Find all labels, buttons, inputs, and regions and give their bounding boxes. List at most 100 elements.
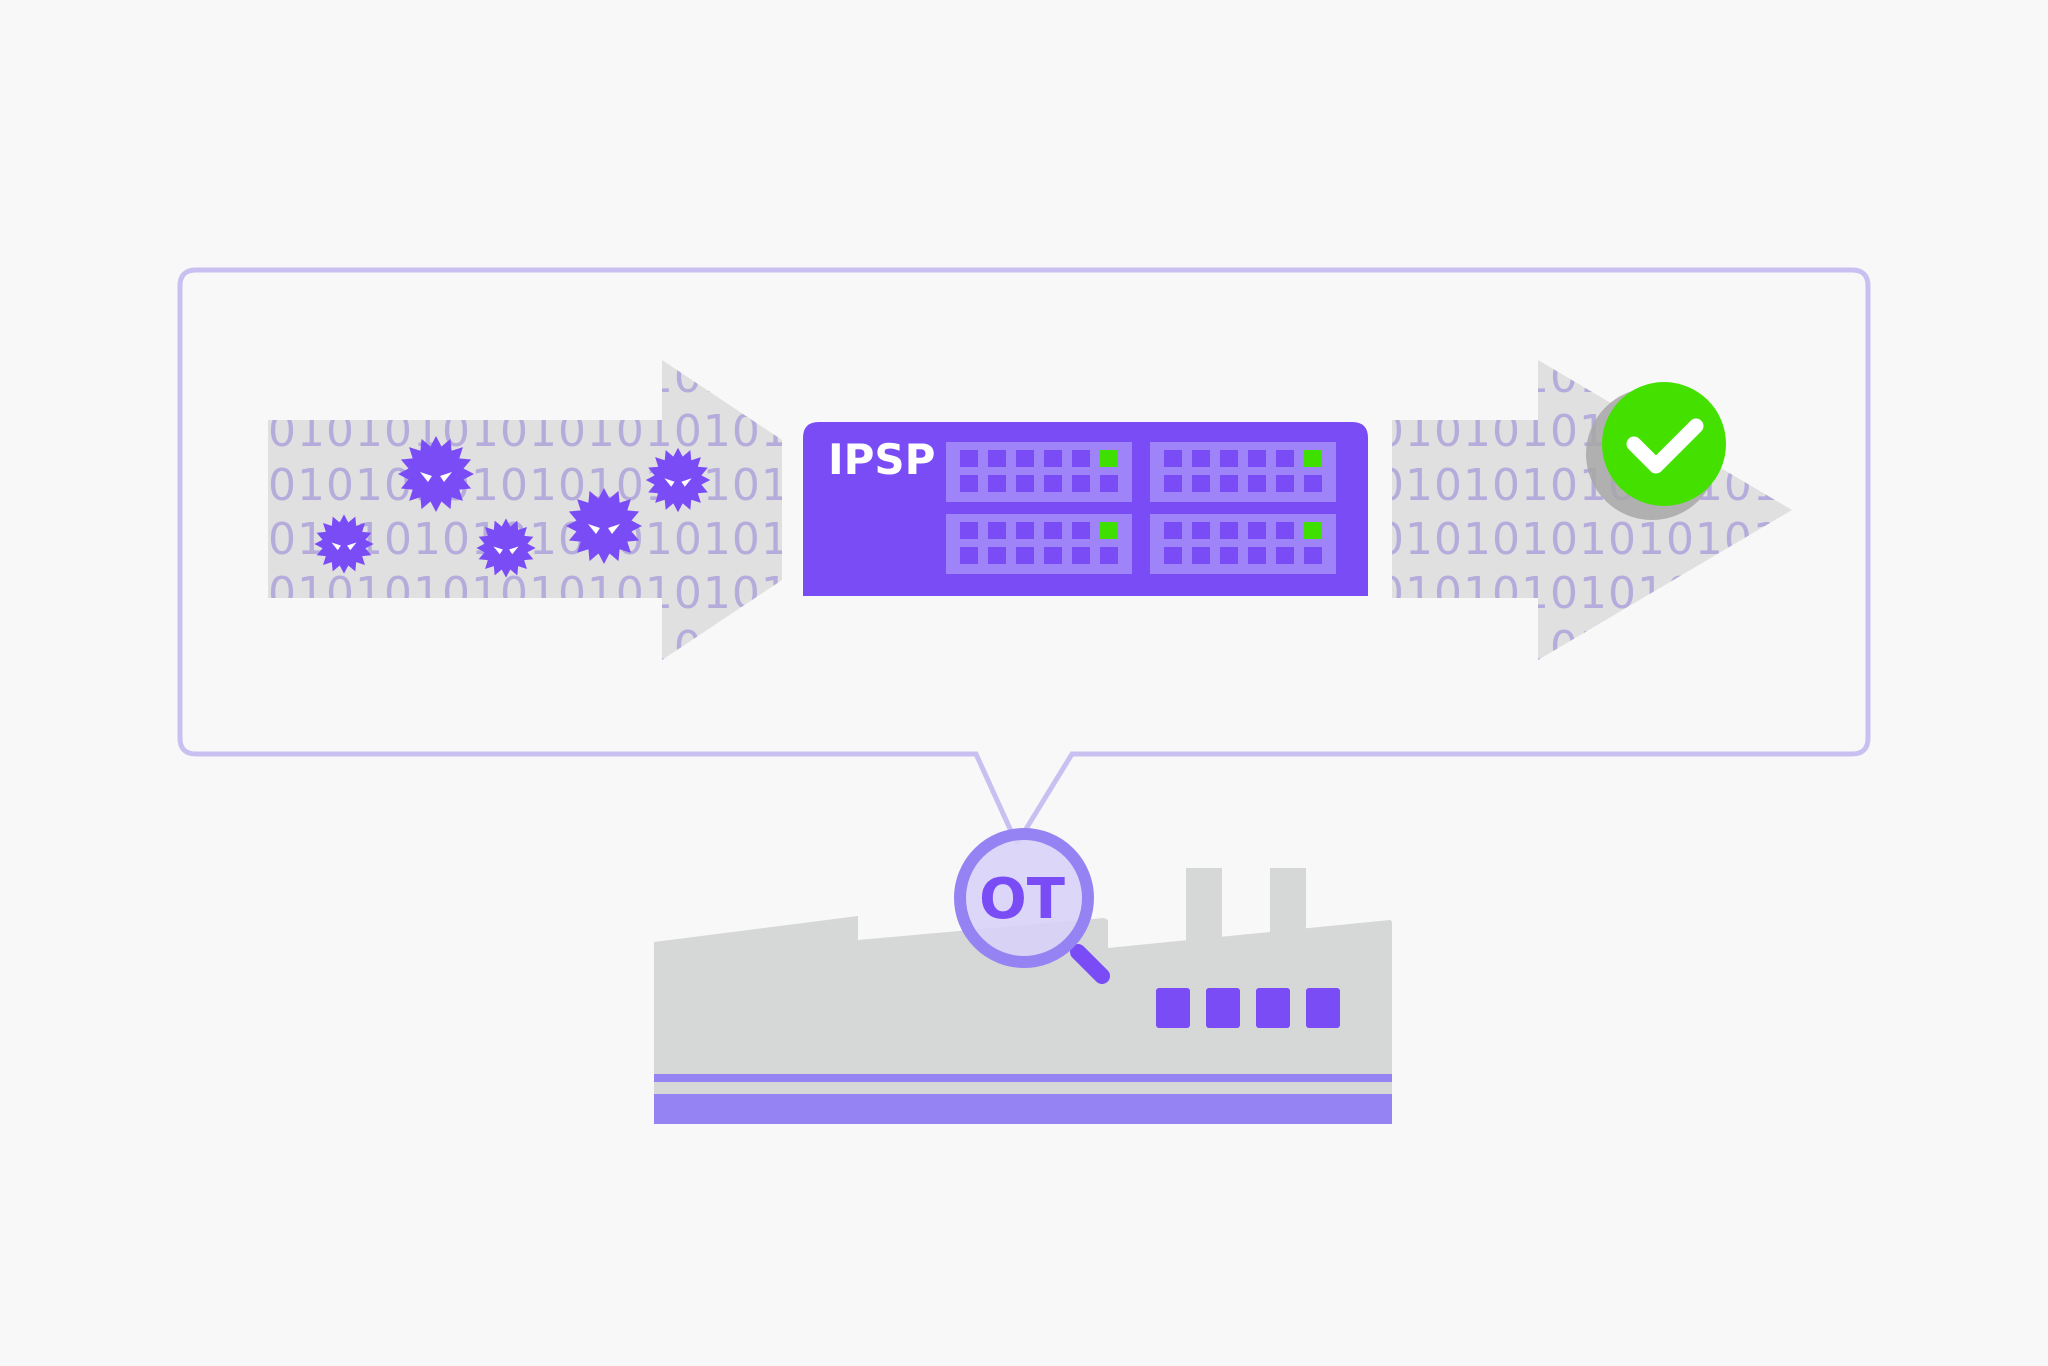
factory-window xyxy=(1156,988,1190,1028)
virus-body xyxy=(314,514,374,574)
check-icon xyxy=(1586,382,1726,520)
network-port xyxy=(1220,522,1238,539)
port-block xyxy=(946,514,1132,574)
virus-icon xyxy=(476,518,536,578)
virus-eye xyxy=(440,472,452,482)
port-block xyxy=(946,442,1132,502)
incoming-arrow-shape xyxy=(268,360,782,660)
network-port xyxy=(1276,547,1294,564)
virus-icon xyxy=(398,436,474,512)
network-port xyxy=(1192,475,1210,492)
network-port xyxy=(988,522,1006,539)
port-block xyxy=(1150,514,1336,574)
virus-eye xyxy=(493,546,503,555)
factory-window xyxy=(1256,988,1290,1028)
network-port xyxy=(1192,522,1210,539)
network-port xyxy=(1248,522,1266,539)
ipsp-label: IPSP xyxy=(828,435,935,484)
binary-row-1: 0101010101010101010101010101010101 xyxy=(1376,352,2048,403)
ipsp-device: IPSP xyxy=(803,422,1368,596)
magnifier-label: OT xyxy=(979,867,1065,932)
network-port xyxy=(1220,547,1238,564)
chimney-right xyxy=(1270,868,1306,938)
outgoing-arrow-shape xyxy=(1392,360,1792,660)
virus-body xyxy=(476,518,536,578)
factory-windows xyxy=(1156,988,1340,1028)
magnifier-icon: OT xyxy=(954,828,1110,984)
network-port xyxy=(1220,450,1238,467)
binary-row-6: 0101010101010101010101010101010101 xyxy=(268,622,1254,673)
network-port xyxy=(1248,475,1266,492)
virus-eye xyxy=(681,478,692,487)
network-port xyxy=(1072,547,1090,564)
binary-row-5: 0101010101010101010101010101010101 xyxy=(1376,568,2048,619)
check-mark xyxy=(1626,418,1704,474)
network-port xyxy=(1016,475,1034,492)
binary-row-4: 0101010101010101010101010101010101 xyxy=(1376,514,2048,565)
port-block xyxy=(1150,442,1336,502)
virus-icon xyxy=(645,447,711,513)
network-port xyxy=(960,450,978,467)
check-circle xyxy=(1602,382,1726,506)
virus-eye xyxy=(588,524,600,534)
network-port xyxy=(1016,450,1034,467)
virus-eye xyxy=(347,542,357,551)
network-port xyxy=(1192,450,1210,467)
status-indicator xyxy=(1100,450,1118,467)
network-port xyxy=(960,547,978,564)
virus-eye xyxy=(664,478,675,487)
network-port xyxy=(1276,475,1294,492)
network-port xyxy=(988,547,1006,564)
network-port xyxy=(1276,522,1294,539)
binary-row-6: 0101010101010101010101010101010101 xyxy=(1376,622,2048,673)
port-blocks xyxy=(946,442,1336,574)
network-port xyxy=(1164,450,1182,467)
network-port xyxy=(988,450,1006,467)
virus-icon xyxy=(314,514,374,574)
network-port xyxy=(988,475,1006,492)
virus-body xyxy=(566,488,642,564)
status-indicator xyxy=(1100,522,1118,539)
virus-eye xyxy=(509,546,519,555)
network-port xyxy=(1248,450,1266,467)
factory-gap xyxy=(654,1082,1392,1094)
network-port xyxy=(1304,475,1322,492)
virus-body xyxy=(645,447,711,513)
network-port xyxy=(1164,522,1182,539)
network-port xyxy=(1192,547,1210,564)
virus-body xyxy=(398,436,474,512)
factory-building xyxy=(654,916,1392,1076)
network-port xyxy=(1072,450,1090,467)
chimney-left xyxy=(1186,868,1222,948)
status-indicator xyxy=(1304,450,1322,467)
virus-eye xyxy=(420,472,432,482)
factory-window xyxy=(1206,988,1240,1028)
network-port xyxy=(1248,547,1266,564)
network-port xyxy=(1044,547,1062,564)
network-port xyxy=(1072,522,1090,539)
threats xyxy=(314,436,711,578)
virus-eye xyxy=(608,524,620,534)
network-port xyxy=(1044,475,1062,492)
virus-eye xyxy=(331,542,341,551)
network-port xyxy=(960,522,978,539)
network-port xyxy=(1016,547,1034,564)
status-indicator xyxy=(1304,522,1322,539)
factory-icon xyxy=(654,868,1392,1124)
network-port xyxy=(1220,475,1238,492)
network-port xyxy=(1100,547,1118,564)
binary-row-1: 0101010101010101010101010101010101 xyxy=(268,352,1254,403)
virus-icon xyxy=(566,488,642,564)
network-port xyxy=(1072,475,1090,492)
network-port xyxy=(960,475,978,492)
network-port xyxy=(1016,522,1034,539)
network-port xyxy=(1044,522,1062,539)
network-port xyxy=(1164,475,1182,492)
factory-stripe-thin xyxy=(654,1074,1392,1082)
outgoing-traffic-arrow: 0101010101010101010101010101010101 01010… xyxy=(1376,352,2048,673)
network-port xyxy=(1304,547,1322,564)
factory-stripe-thick xyxy=(654,1094,1392,1124)
network-port xyxy=(1164,547,1182,564)
magnifier-handle xyxy=(1070,944,1110,984)
